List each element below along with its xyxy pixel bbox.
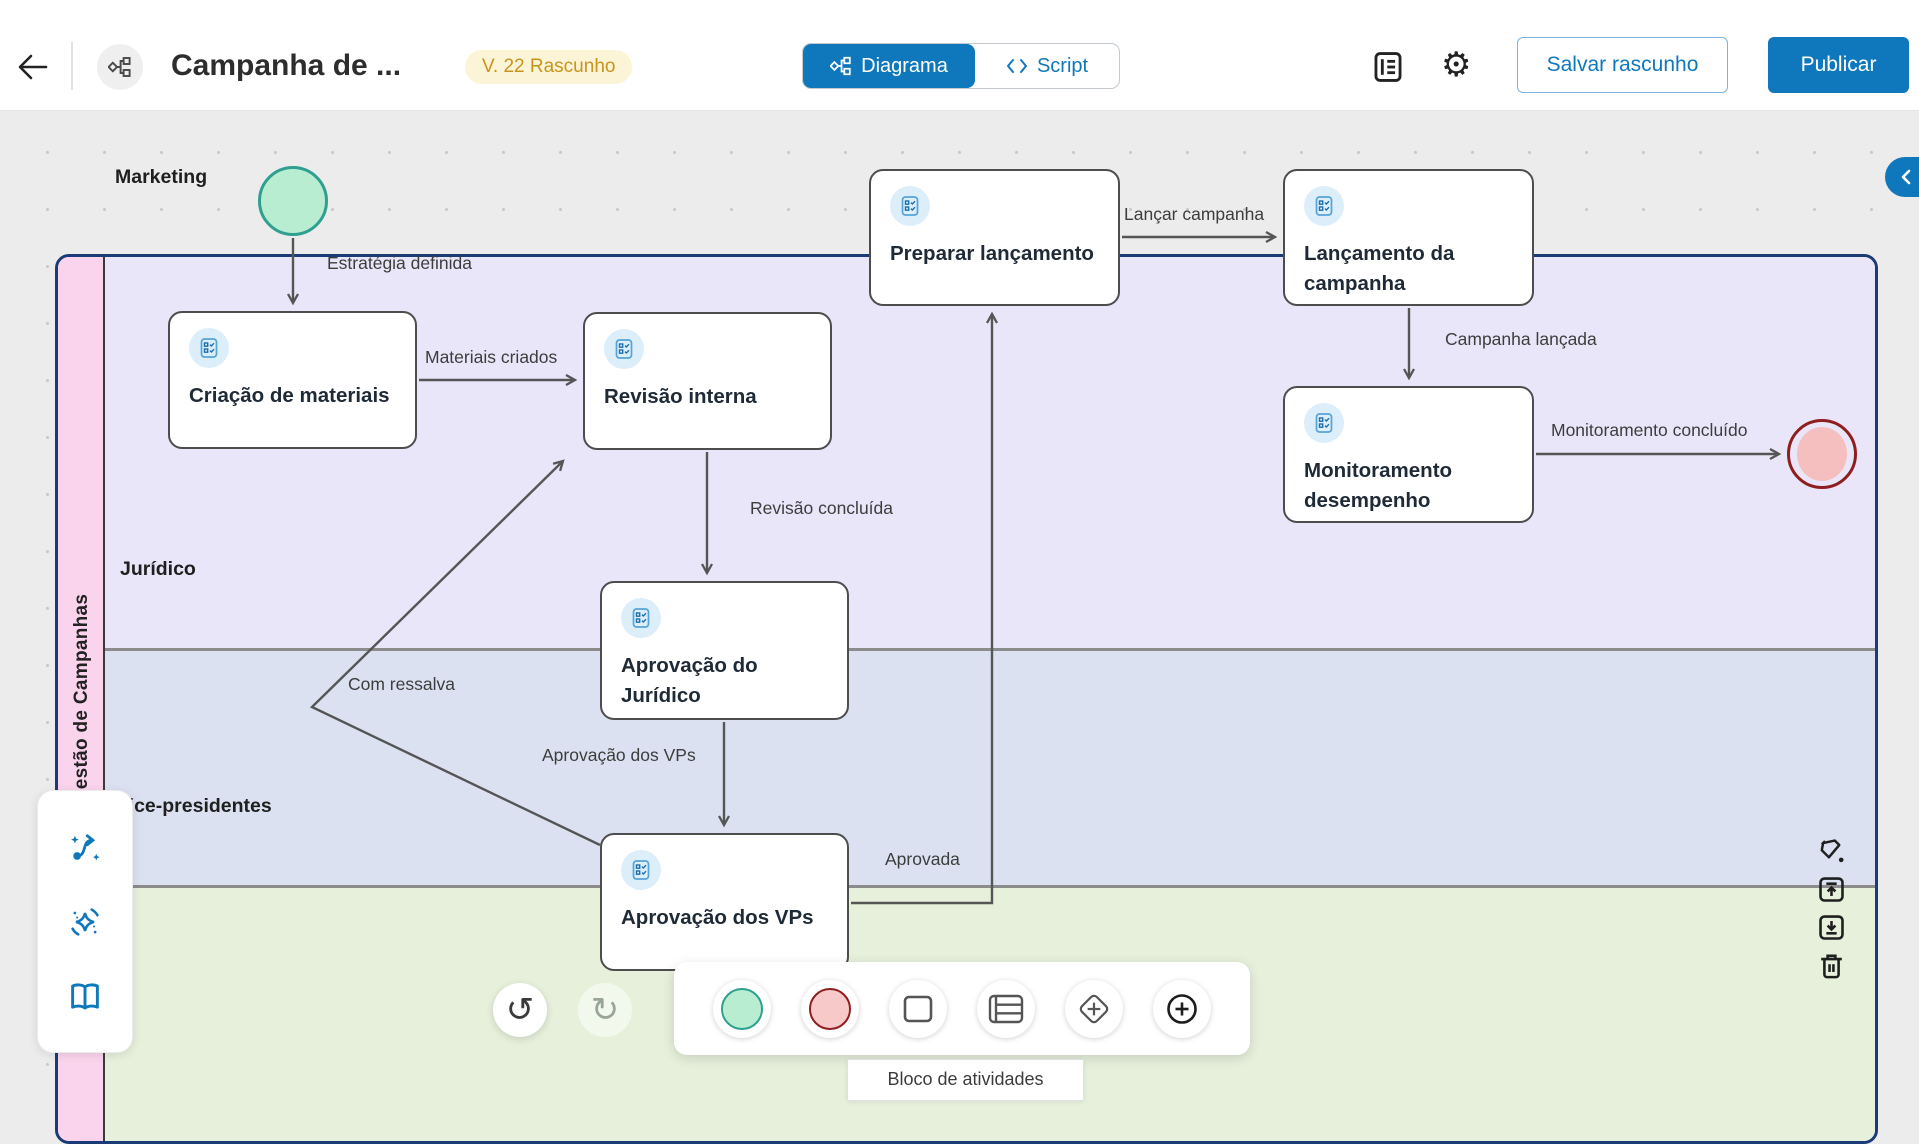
lane-label-marketing: Marketing — [115, 166, 208, 188]
add-node-icon — [1167, 993, 1197, 1024]
task-checklist-icon — [621, 598, 661, 638]
chevron-left-icon — [1901, 169, 1911, 185]
lane-divider — [105, 648, 1875, 651]
header-divider — [71, 42, 73, 90]
version-badge: V. 22 Rascunho — [465, 50, 633, 84]
task-revisao-interna[interactable]: Revisão interna — [583, 312, 832, 450]
download-icon[interactable] — [1816, 912, 1847, 943]
redo-button[interactable]: ↻ — [578, 983, 632, 1037]
task-label: Criação de materiais — [189, 384, 390, 407]
task-preparar-lancamento[interactable]: Preparar lançamento — [869, 169, 1120, 306]
flow-label-aprovacao-dos-vps[interactable]: Aprovação dos VPs — [542, 745, 696, 765]
gear-icon: ⚙ — [1441, 45, 1472, 85]
lane-label-vice-presidentes: Vice-presidentes — [116, 795, 272, 817]
task-label: Aprovação do Jurídico — [621, 654, 758, 707]
paint-bucket-icon[interactable] — [1816, 836, 1847, 867]
flow-label-lancar-campanha[interactable]: Lançar campanha — [1124, 204, 1265, 224]
end-event[interactable] — [1787, 419, 1857, 489]
ai-toolbar — [37, 790, 133, 1053]
lane-label-juridico: Jurídico — [120, 558, 196, 580]
gateway-icon — [1079, 994, 1109, 1023]
task-tool[interactable] — [889, 979, 947, 1038]
flow-label-revisao-concluida[interactable]: Revisão concluída — [750, 498, 893, 518]
task-criacao-de-materiais[interactable]: Criação de materiais — [168, 311, 417, 449]
redo-icon: ↻ — [590, 990, 620, 1030]
start-event[interactable] — [258, 166, 328, 236]
view-toggle: Diagrama Script — [802, 43, 1120, 89]
undo-button[interactable]: ↺ — [493, 983, 547, 1037]
gateway-tool[interactable] — [1065, 979, 1123, 1038]
canvas-side-tools — [1814, 836, 1848, 981]
workflow-icon — [108, 57, 131, 77]
task-checklist-icon — [1304, 403, 1344, 443]
start-event-tool[interactable] — [713, 979, 771, 1038]
task-label: Preparar lançamento — [890, 242, 1094, 265]
ai-sparkle-icon[interactable] — [63, 900, 107, 944]
task-monitoramento-desempenho[interactable]: Monitoramento desempenho — [1283, 386, 1534, 523]
task-label: Lançamento da campanha — [1304, 242, 1455, 295]
flow-label-estrategia-definida[interactable]: Estratégia definida — [327, 253, 472, 273]
task-label: Monitoramento desempenho — [1304, 459, 1453, 512]
flow-label-monitoramento-concluido[interactable]: Monitoramento concluído — [1551, 420, 1748, 440]
undo-icon: ↺ — [505, 990, 535, 1030]
settings-button[interactable]: ⚙ — [1441, 46, 1471, 84]
notes-button[interactable] — [1371, 50, 1405, 84]
tab-diagrama[interactable]: Diagrama — [803, 44, 975, 88]
code-icon — [1006, 59, 1027, 73]
back-button[interactable] — [15, 50, 51, 84]
tooltip-bloco-de-atividades: Bloco de atividades — [847, 1059, 1084, 1101]
upload-icon[interactable] — [1816, 874, 1847, 905]
flow-label-materiais-criados[interactable]: Materiais criados — [425, 347, 558, 367]
tab-diagrama-label: Diagrama — [861, 54, 948, 77]
lane-divider — [105, 885, 1875, 888]
end-event-tool[interactable] — [801, 979, 859, 1038]
task-checklist-icon — [890, 186, 930, 226]
tab-script-label: Script — [1036, 54, 1089, 77]
start-event-icon — [721, 987, 763, 1030]
pool-label: Gestão de Campanhas — [71, 593, 92, 805]
flow-label-com-ressalva[interactable]: Com ressalva — [348, 674, 455, 694]
task-shape-icon — [903, 995, 933, 1022]
notes-icon — [1374, 52, 1402, 82]
task-label: Aprovação dos VPs — [621, 906, 814, 929]
page-title: Campanha de ... — [171, 49, 402, 82]
trash-icon[interactable] — [1816, 950, 1847, 981]
task-checklist-icon — [604, 329, 644, 369]
task-aprovacao-dos-vps[interactable]: Aprovação dos VPs — [600, 833, 849, 971]
lanes-tool[interactable] — [977, 979, 1035, 1038]
flow-label-aprovada[interactable]: Aprovada — [885, 849, 960, 869]
process-avatar — [97, 44, 143, 90]
task-checklist-icon — [189, 328, 229, 368]
lanes-icon — [988, 994, 1024, 1023]
end-event-inner — [1797, 427, 1847, 481]
shape-palette — [674, 962, 1250, 1055]
app-header: Campanha de ... V. 22 Rascunho Diagrama … — [0, 0, 1919, 111]
task-checklist-icon — [621, 850, 661, 890]
task-aprovacao-do-juridico[interactable]: Aprovação do Jurídico — [600, 581, 849, 720]
collapse-panel-tab[interactable] — [1885, 157, 1919, 197]
glossary-book-icon[interactable] — [63, 975, 107, 1019]
workflow-icon — [830, 56, 851, 76]
back-icon — [18, 54, 48, 80]
add-node-tool[interactable] — [1153, 979, 1211, 1038]
tab-script[interactable]: Script — [975, 44, 1119, 88]
task-lancamento-da-campanha[interactable]: Lançamento da campanha — [1283, 169, 1534, 306]
ai-flow-icon[interactable] — [63, 825, 107, 869]
task-checklist-icon — [1304, 186, 1344, 226]
end-event-icon — [809, 987, 851, 1030]
flow-label-campanha-lancada[interactable]: Campanha lançada — [1445, 329, 1597, 349]
save-draft-button[interactable]: Salvar rascunho — [1517, 37, 1728, 93]
task-label: Revisão interna — [604, 385, 757, 408]
publish-button[interactable]: Publicar — [1768, 37, 1909, 93]
